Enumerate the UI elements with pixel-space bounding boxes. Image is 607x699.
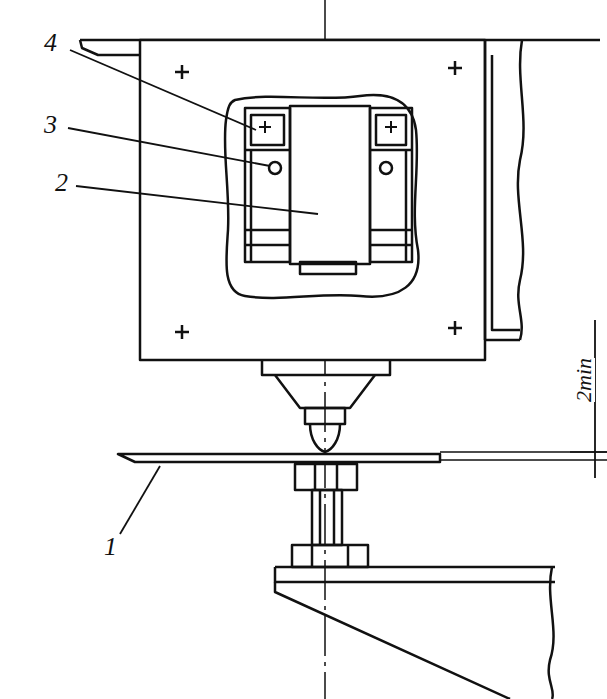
callout-number: 4 — [44, 30, 57, 56]
callout-number: 1 — [104, 534, 117, 560]
dimension-label: 2min — [573, 358, 595, 402]
callout-number: 2 — [55, 170, 68, 196]
callout-number: 3 — [44, 112, 57, 138]
